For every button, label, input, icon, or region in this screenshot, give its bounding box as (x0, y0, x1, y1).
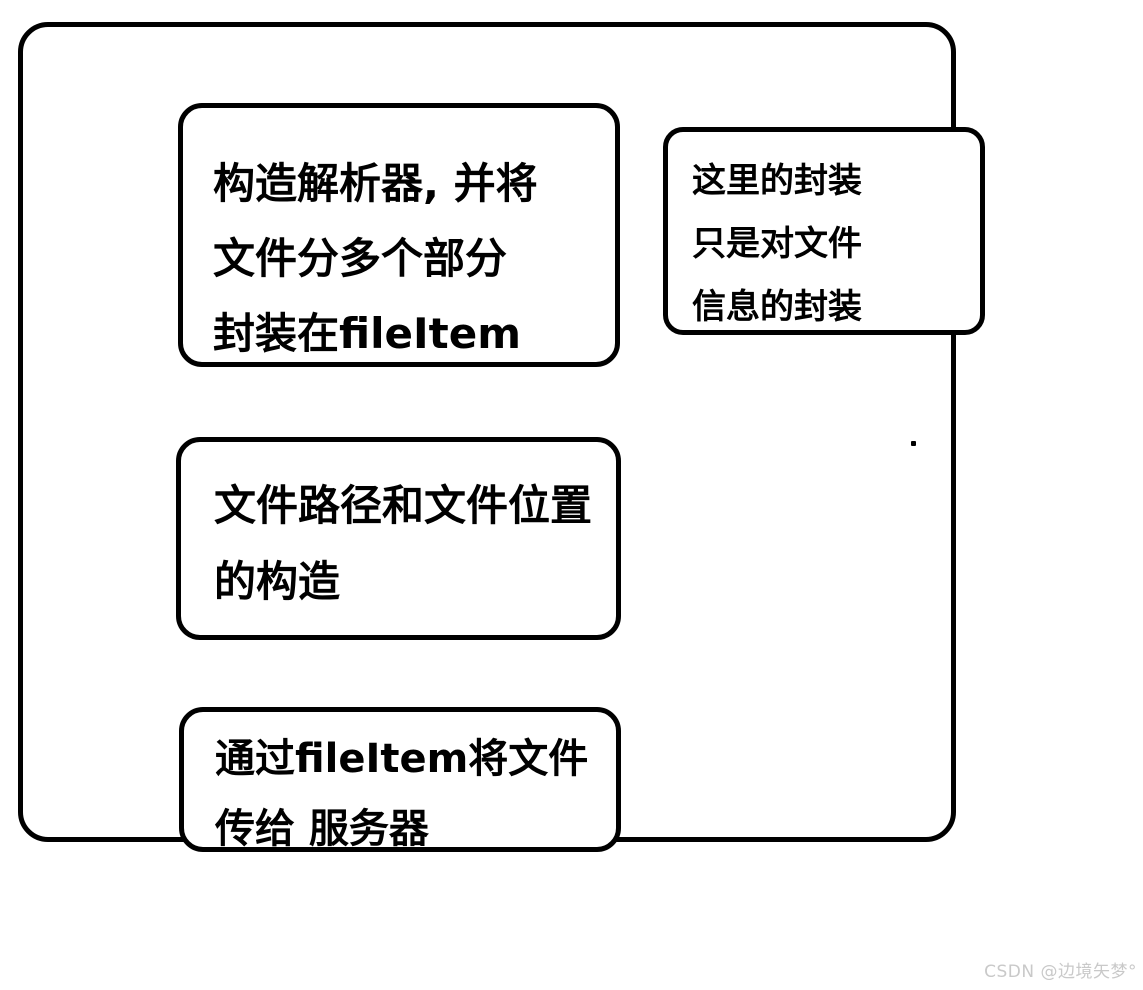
box-upload-to-server: 通过fileItem将文件 传给 服务器 (179, 707, 621, 852)
box-parser: 构造解析器, 并将 文件分多个部分 封装在fileItem (178, 103, 620, 367)
box-path-position: 文件路径和文件位置 的构造 (176, 437, 621, 640)
box-note-line-1: 这里的封装 (692, 161, 862, 201)
stray-dot-mark (911, 441, 916, 446)
box-note-line-3: 信息的封装 (692, 287, 862, 327)
box-note-line-2: 只是对文件 (692, 224, 862, 264)
box-encapsulation-note: 这里的封装 只是对文件 信息的封装 (663, 127, 985, 335)
box-parser-line-2: 文件分多个部分 (213, 234, 508, 283)
box-parser-line-3: 封装在fileItem (213, 309, 521, 358)
csdn-watermark: CSDN @边境矢梦° (984, 962, 1137, 982)
box-path-line-2: 的构造 (214, 557, 341, 606)
outer-container-box: 构造解析器, 并将 文件分多个部分 封装在fileItem 这里的封装 只是对文… (18, 22, 985, 852)
box-upload-line-2: 传给 服务器 (215, 806, 429, 852)
box-parser-line-1: 构造解析器, 并将 (213, 159, 538, 208)
box-path-line-1: 文件路径和文件位置 (214, 481, 593, 530)
box-upload-line-1: 通过fileItem将文件 (215, 736, 589, 782)
